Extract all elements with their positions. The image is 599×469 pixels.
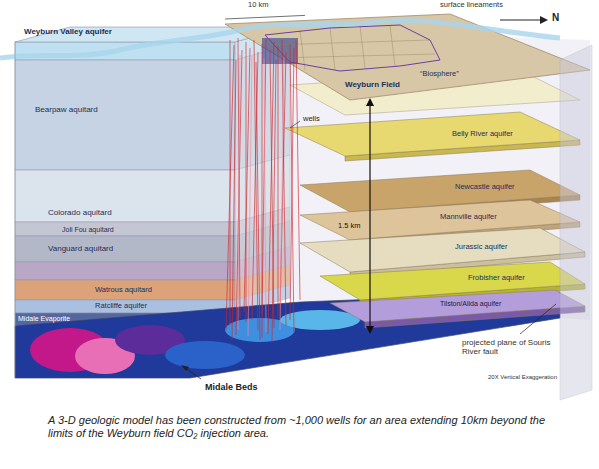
layer-label: Belly River aquifer: [452, 130, 513, 139]
fault-label: projected plane of Souris River fault: [462, 338, 557, 356]
layer-label: Tilston/Alida aquifer: [440, 300, 501, 308]
layer-label: Newcastle aquifer: [455, 183, 515, 192]
map-label: “Biosphere”: [420, 70, 459, 79]
wells: [226, 38, 300, 342]
dimension-label: 1.5 km: [338, 222, 361, 231]
layer-label: Watrous aquitard: [95, 286, 152, 295]
layer-label: Colorado aquitard: [48, 208, 112, 217]
layer-label: Jurassic aquifer: [455, 243, 508, 252]
layer-label: Mannville aquifer: [440, 213, 497, 222]
layer-label: Midale Beds: [205, 382, 258, 392]
layer-label: Frobisher aquifer: [468, 274, 525, 283]
field-label: Weyburn Field: [345, 80, 400, 89]
dimension-label: 10 km: [248, 1, 268, 10]
layer-label: Joli Fou aquitard: [62, 226, 114, 234]
layer-label: Midale Evaporite: [18, 315, 70, 323]
right-slabs: [285, 70, 585, 328]
figure-caption: A 3-D geologic model has been constructe…: [48, 414, 553, 439]
leader-line: [290, 121, 300, 128]
fault-plane: [560, 45, 592, 400]
midale-heatmap: [0, 280, 599, 390]
depth-arrow: [369, 106, 370, 326]
north-arrow: [500, 20, 540, 21]
wells-label: wells: [303, 115, 320, 124]
north-label: N: [552, 12, 559, 24]
layer-label: Vanguard aquitard: [48, 244, 113, 253]
scale-note: 20X Vertical Exaggeration: [488, 374, 557, 381]
wells-light: [238, 55, 284, 336]
map-label: surface lineaments: [440, 1, 503, 10]
valley-aquifer: [0, 21, 560, 58]
layer-label: Ratcliffe aquifer: [95, 302, 147, 311]
left-stack: [15, 42, 235, 326]
dimension-line: [225, 15, 305, 19]
layer-label: Bearpaw aquitard: [35, 105, 98, 114]
aquifer-label: Weyburn Valley aquifer: [24, 27, 112, 36]
leader-line: [520, 304, 556, 334]
field-outline: [265, 25, 440, 71]
